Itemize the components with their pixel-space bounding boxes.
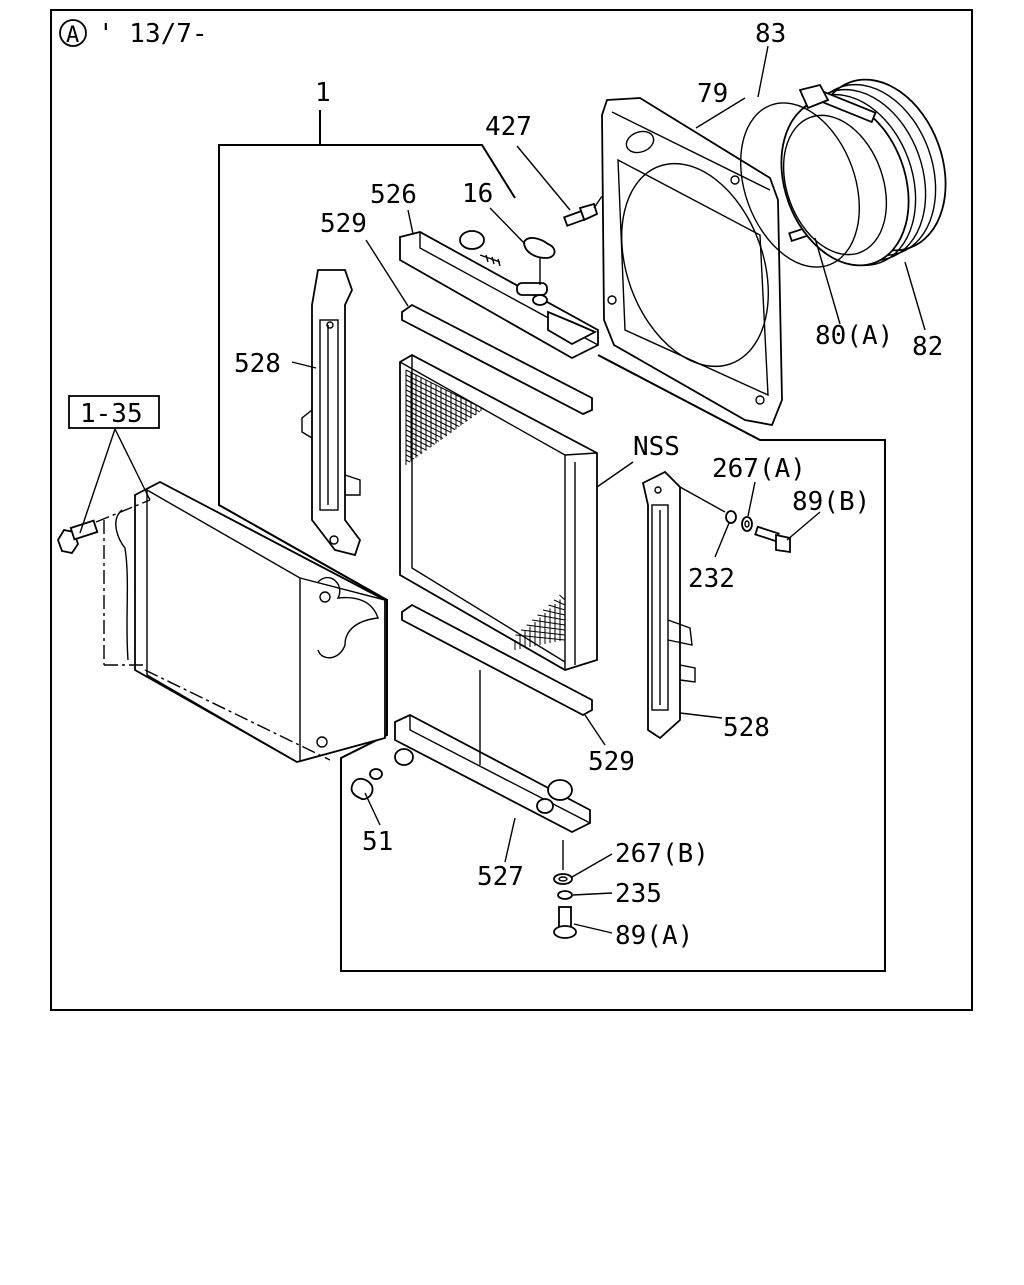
callout-right-bracket: 528: [723, 713, 770, 743]
hose-clamp: [740, 83, 877, 268]
radiator-core: [399, 353, 598, 671]
drain-cock: [350, 768, 383, 800]
upper-seal: [401, 303, 593, 415]
callout-left-bracket: 528: [234, 349, 281, 379]
callout-washer-b: 267(B): [615, 839, 709, 869]
bolt-b: [754, 525, 791, 554]
core-mesh-top: [405, 369, 485, 465]
callout-fan-ring: 83: [755, 19, 786, 49]
lower-seal: [401, 603, 593, 717]
kit-bolt: [57, 499, 151, 555]
callout-assembly: 1: [315, 78, 331, 108]
assembly-bracket: [218, 110, 886, 972]
radiator-side-panel: [103, 480, 386, 763]
callout-washer-a: 267(A): [712, 454, 806, 484]
date-code: ' 13/7-: [98, 19, 208, 49]
radiator-cap: [523, 237, 556, 285]
callout-core-nss: NSS: [633, 432, 680, 462]
lower-bolt-stack: [553, 873, 577, 939]
leader-lines: [79, 45, 926, 934]
fan-ring: [780, 78, 947, 267]
diagram-frame: [50, 9, 973, 1011]
lower-tank: [394, 713, 591, 834]
callout-shroud-bolt: 427: [485, 112, 532, 142]
fan-shroud: [601, 97, 783, 427]
left-bracket: [301, 269, 362, 557]
callout-shroud: 79: [697, 79, 728, 109]
callout-bolt-b: 89(B): [792, 487, 870, 517]
callout-bolt-a: 89(A): [615, 921, 693, 951]
callout-collar: 232: [688, 564, 735, 594]
callout-fan-bolt: 80(A): [815, 321, 893, 351]
variant-marker-circle: [59, 19, 87, 47]
callout-upper-tank: 526: [370, 180, 417, 210]
callout-lower-tank: 527: [477, 862, 524, 892]
right-bracket: [641, 470, 696, 740]
callout-upper-seal: 529: [320, 209, 367, 239]
callout-spacer: 235: [615, 879, 662, 909]
variant-marker: A: [59, 19, 87, 48]
callout-drain-cock: 51: [362, 827, 393, 857]
washer-a: [741, 516, 753, 532]
callout-kit: 1-35: [80, 399, 143, 429]
callout-labels: 1 1-35 83 79 427 16 526 529 528 NSS 267(…: [80, 19, 943, 951]
callout-fan-shroud-ring: 82: [912, 332, 943, 362]
upper-tank: [399, 230, 599, 360]
collar: [725, 510, 737, 524]
callout-lower-seal: 529: [588, 747, 635, 777]
kit-label-box: [68, 395, 160, 429]
variant-marker-letter: A: [66, 23, 79, 48]
callout-cap: 16: [462, 179, 493, 209]
core-mesh-bottom: [514, 590, 566, 650]
